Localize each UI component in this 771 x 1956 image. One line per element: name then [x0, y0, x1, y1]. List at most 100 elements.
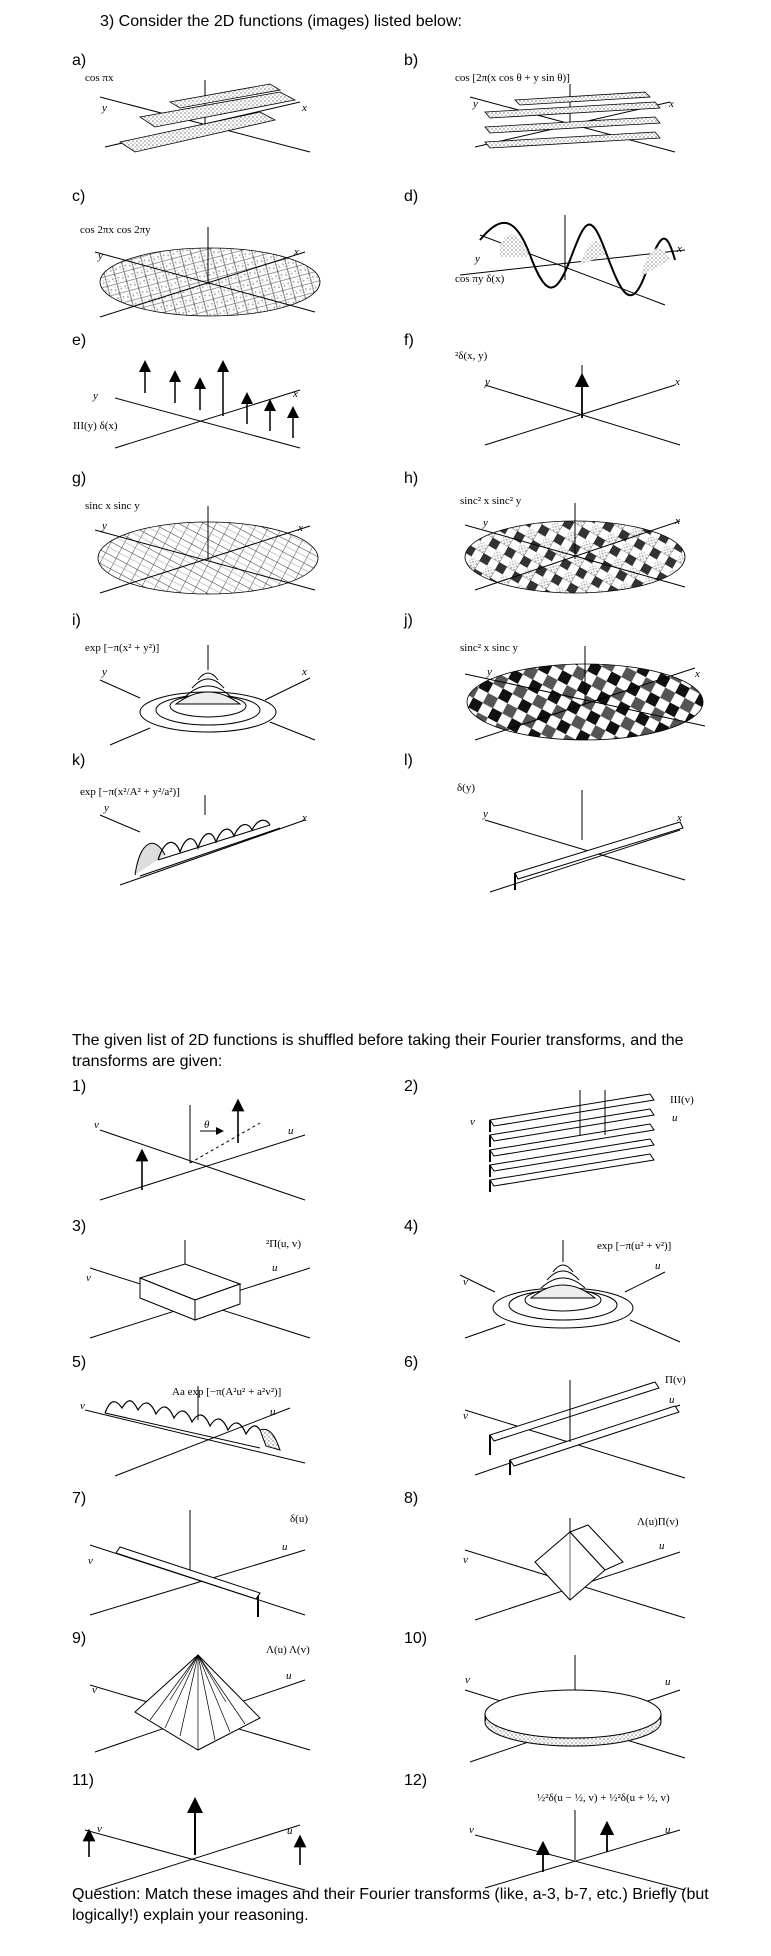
figure-a: cos πx y x	[80, 72, 320, 162]
transform-figure-8: Λ(u)Π(v) v u	[455, 1510, 715, 1630]
x-axis-label-b: x	[669, 98, 674, 110]
item-label-i: i)	[72, 612, 81, 629]
u-axis-label-4: u	[655, 1260, 661, 1272]
figure-c: cos 2πx cos 2πy y x	[80, 222, 321, 322]
formula-6: Π(v)	[665, 1374, 686, 1386]
item-label-2: 2)	[404, 1078, 419, 1095]
formula-2: III(v)	[670, 1094, 694, 1106]
y-axis-label-d: y	[475, 253, 480, 265]
item-label-5: 5)	[72, 1354, 87, 1371]
item-label-8: 8)	[404, 1490, 419, 1507]
u-axis-label-9: u	[286, 1670, 292, 1682]
item-label-10: 10)	[404, 1630, 428, 1647]
item-label-11: 11)	[72, 1772, 94, 1789]
question-text: Question: Match these images and their F…	[72, 1886, 709, 1924]
v-axis-label-9: v	[92, 1684, 97, 1696]
x-axis-label-g: x	[298, 522, 303, 534]
transforms-intro: The given list of 2D functions is shuffl…	[72, 1032, 684, 1070]
u-axis-label-5: u	[270, 1406, 276, 1418]
x-axis-label-d: x	[677, 243, 682, 255]
y-axis-label-a: y	[102, 102, 107, 114]
formula-12: ½²δ(u − ½, v) + ½²δ(u + ½, v)	[537, 1792, 670, 1804]
formula-f: ²δ(x, y)	[455, 350, 488, 362]
u-axis-label-2: u	[672, 1112, 678, 1124]
x-axis-label-j: x	[695, 668, 700, 680]
v-axis-label-3: v	[86, 1272, 91, 1284]
v-axis-label-6: v	[463, 1410, 468, 1422]
figure-b: cos [2π(x cos θ + y sin θ)] y x	[455, 72, 695, 162]
item-label-j: j)	[404, 612, 413, 629]
x-axis-label-h: x	[675, 515, 680, 527]
item-label-a: a)	[72, 52, 87, 69]
v-axis-label-11: v	[97, 1823, 102, 1835]
formula-d: cos πy δ(x)	[455, 273, 505, 285]
y-axis-label-j: y	[487, 666, 492, 678]
formula-7: δ(u)	[290, 1513, 309, 1525]
formula-8: Λ(u)Π(v)	[637, 1516, 679, 1528]
v-axis-label-10: v	[465, 1674, 470, 1686]
theta-label-1: θ	[204, 1119, 210, 1131]
v-axis-label-4: v	[463, 1276, 468, 1288]
u-axis-label-8: u	[659, 1540, 665, 1552]
item-label-4: 4)	[404, 1218, 419, 1235]
item-label-b: b)	[404, 52, 419, 69]
formula-e: III(y) δ(x)	[73, 420, 118, 432]
transform-figure-12: ½²δ(u − ½, v) + ½²δ(u + ½, v) v u	[455, 1790, 715, 1891]
formula-b: cos [2π(x cos θ + y sin θ)]	[455, 72, 570, 84]
item-label-f: f)	[404, 332, 414, 349]
formula-k: exp [−π(x²/A² + y²/a²)]	[80, 786, 180, 798]
figure-h: sinc² x sinc² y y x	[455, 495, 695, 595]
formula-h: sinc² x sinc² y	[460, 495, 522, 507]
y-axis-label-g: y	[102, 520, 107, 532]
y-axis-label-e: y	[93, 390, 98, 402]
transform-figure-4: exp [−π(u² + v²)] v u	[455, 1230, 715, 1345]
y-axis-label-f: y	[485, 376, 490, 388]
v-axis-label-12: v	[469, 1824, 474, 1836]
formula-c: cos 2πx cos 2πy	[80, 224, 151, 236]
item-label-h: h)	[404, 470, 419, 487]
u-axis-label-10: u	[665, 1676, 671, 1688]
item-label-3: 3)	[72, 1218, 87, 1235]
u-axis-label-11: u	[287, 1825, 293, 1837]
transform-figure-5: Aa exp [−π(A²u² + a²v²)] v u	[80, 1368, 320, 1478]
y-axis-label-c: y	[98, 250, 103, 262]
x-axis-label-f: x	[675, 376, 680, 388]
formula-g: sinc x sinc y	[85, 500, 140, 512]
v-axis-label-5: v	[80, 1400, 85, 1412]
x-axis-label-e: x	[293, 388, 298, 400]
item-label-12: 12)	[404, 1772, 428, 1789]
item-label-d: d)	[404, 188, 419, 205]
figure-j: sinc² x sinc y y x	[455, 638, 715, 748]
item-label-g: g)	[72, 470, 87, 487]
figure-e: y III(y) δ(x) x	[73, 358, 315, 458]
v-axis-label-8: v	[463, 1554, 468, 1566]
transform-figure-9: Λ(u) Λ(v) v u	[80, 1640, 320, 1760]
item-label-e: e)	[72, 332, 87, 349]
x-axis-label-i: x	[302, 666, 307, 678]
item-label-c: c)	[72, 188, 86, 205]
transform-figure-2: III(v) v u	[460, 1090, 700, 1205]
formula-j: sinc² x sinc y	[460, 642, 518, 654]
v-axis-label-7: v	[88, 1555, 93, 1567]
formula-5: Aa exp [−π(A²u² + a²v²)]	[172, 1386, 282, 1398]
y-axis-label-k: y	[104, 802, 109, 814]
y-axis-label-i: y	[102, 666, 107, 678]
transform-figure-1: θ v u	[80, 1095, 320, 1205]
formula-9: Λ(u) Λ(v)	[266, 1644, 310, 1656]
formula-a: cos πx	[85, 72, 114, 84]
item-label-6: 6)	[404, 1354, 419, 1371]
transform-figure-3: ²Π(u, v) v u	[80, 1228, 320, 1343]
u-axis-label-7: u	[282, 1541, 288, 1553]
x-axis-label-l: x	[677, 812, 682, 824]
figure-g: sinc x sinc y y x	[80, 498, 320, 598]
u-axis-label-12: u	[665, 1824, 671, 1836]
item-label-l: l)	[404, 752, 413, 769]
x-axis-label-a: x	[302, 102, 307, 114]
y-axis-label-h: y	[483, 517, 488, 529]
y-axis-label-b: y	[473, 98, 478, 110]
u-axis-label-3: u	[272, 1262, 278, 1274]
transform-figure-11: v u	[75, 1795, 315, 1891]
u-axis-label-1: u	[288, 1125, 294, 1137]
figure-d: y cos πy δ(x) x	[455, 205, 695, 325]
formula-3: ²Π(u, v)	[266, 1238, 302, 1250]
